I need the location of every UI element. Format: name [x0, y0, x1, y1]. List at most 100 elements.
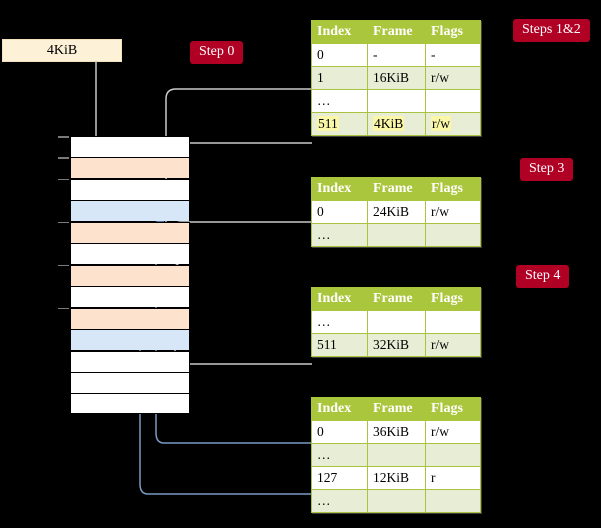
memory-frame-row-5 — [70, 243, 190, 265]
table-1-cell: 16KiB — [367, 66, 426, 90]
table-1-cell: 1 — [311, 66, 368, 90]
physical-memory-column — [58, 136, 190, 415]
table-4-cell — [367, 443, 426, 467]
table-2-row: … — [311, 223, 481, 247]
table-4-cell — [425, 489, 481, 513]
table-2-cell — [367, 223, 426, 247]
ellipsis: … — [317, 93, 332, 108]
memory-tick-4 — [58, 221, 69, 224]
table-2-cell: 0 — [311, 200, 368, 224]
highlighted-value: r/w — [431, 116, 451, 131]
table-2-header-flags: Flags — [425, 177, 481, 201]
memory-frame-row-7 — [70, 286, 190, 308]
memory-frame-row-9 — [70, 329, 190, 351]
memory-frame-row-10 — [70, 350, 190, 372]
table-4-cell — [367, 489, 426, 513]
badge-step-4-label: Step 4 — [525, 268, 561, 283]
badge-steps-1-2-label: Steps 1&2 — [522, 22, 581, 37]
table-1-cell: - — [367, 43, 426, 67]
memory-frame-row-11 — [70, 371, 190, 393]
table-2-cell: r/w — [425, 200, 481, 224]
table-1-cell: 511 — [311, 112, 368, 136]
table-4-cell: 12KiB — [367, 466, 426, 490]
table-2-cell: … — [311, 223, 368, 247]
table-3-row: … — [311, 310, 481, 334]
table-1-header-frame: Frame — [367, 20, 426, 44]
table-4-cell: 0 — [311, 420, 368, 444]
table-1-cell: 4KiB — [367, 112, 426, 136]
table-3-header-index: Index — [311, 287, 368, 311]
table-2-header-frame: Frame — [367, 177, 426, 201]
table-1-cell — [367, 89, 426, 113]
table-3-cell — [425, 310, 481, 334]
wire-t3r511-to-mem9 — [174, 308, 312, 365]
memory-tick-2 — [58, 178, 69, 181]
badge-step-4: Step 4 — [516, 265, 570, 288]
badge-step-0-label: Step 0 — [199, 44, 235, 59]
badge-step-0: Step 0 — [190, 41, 244, 64]
table-4-cell: r/w — [425, 420, 481, 444]
table-4-row: … — [311, 443, 481, 467]
memory-frame-row-1 — [70, 157, 190, 179]
memory-tick-6 — [58, 264, 69, 267]
memory-frame-row-4 — [70, 221, 190, 243]
table-4-cell: 36KiB — [367, 420, 426, 444]
table-4-header-index: Index — [311, 397, 368, 421]
table-3-cell: r/w — [425, 333, 481, 357]
badge-step-3: Step 3 — [520, 158, 574, 181]
table-4-header-flags: Flags — [425, 397, 481, 421]
memory-frame-row-12 — [70, 393, 190, 415]
memory-frame-row-6 — [70, 264, 190, 286]
memory-frame-row-2 — [70, 178, 190, 200]
table-3-header-flags: Flags — [425, 287, 481, 311]
memory-tick-1 — [58, 157, 69, 160]
memory-tick-8 — [58, 307, 69, 310]
table-1-header-flags: Flags — [425, 20, 481, 44]
table-1-cell: r/w — [425, 112, 481, 136]
memory-tick-0 — [58, 136, 69, 138]
table-3-cell: 32KiB — [367, 333, 426, 357]
table-2-header-index: Index — [311, 177, 368, 201]
ellipsis: … — [317, 227, 332, 242]
table-3-cell: 511 — [311, 333, 368, 357]
badge-step-3-label: Step 3 — [529, 161, 565, 176]
source-frame-label: 4KiB — [46, 42, 78, 58]
table-1-cell: - — [425, 43, 481, 67]
table-1-cell — [425, 89, 481, 113]
table-1-cell: 0 — [311, 43, 368, 67]
table-2-cell: 24KiB — [367, 200, 426, 224]
memory-frame-row-3 — [70, 200, 190, 222]
highlighted-value: 511 — [317, 116, 339, 131]
table-1-cell: … — [311, 89, 368, 113]
highlighted-value: 4KiB — [373, 116, 405, 131]
table-4-row: … — [311, 489, 481, 513]
table-1-row: … — [311, 89, 481, 113]
table-4-cell: 127 — [311, 466, 368, 490]
ellipsis: … — [317, 447, 332, 462]
badge-steps-1-2: Steps 1&2 — [513, 19, 590, 42]
memory-frame-row-0 — [70, 136, 190, 157]
table-1-header-index: Index — [311, 20, 368, 44]
table-4-cell: r — [425, 466, 481, 490]
table-3-header-frame: Frame — [367, 287, 426, 311]
ellipsis: … — [317, 493, 332, 508]
table-4-cell: … — [311, 443, 368, 467]
table-1-row: 0-- — [311, 43, 481, 67]
wire-t2r0-to-mem7 — [171, 221, 312, 266]
table-2-cell — [425, 223, 481, 247]
table-4-cell: … — [311, 489, 368, 513]
table-3-cell — [367, 310, 426, 334]
table-4-header-frame: Frame — [367, 397, 426, 421]
source-frame-box: 4KiB — [2, 39, 122, 62]
memory-frame-row-8 — [70, 307, 190, 329]
